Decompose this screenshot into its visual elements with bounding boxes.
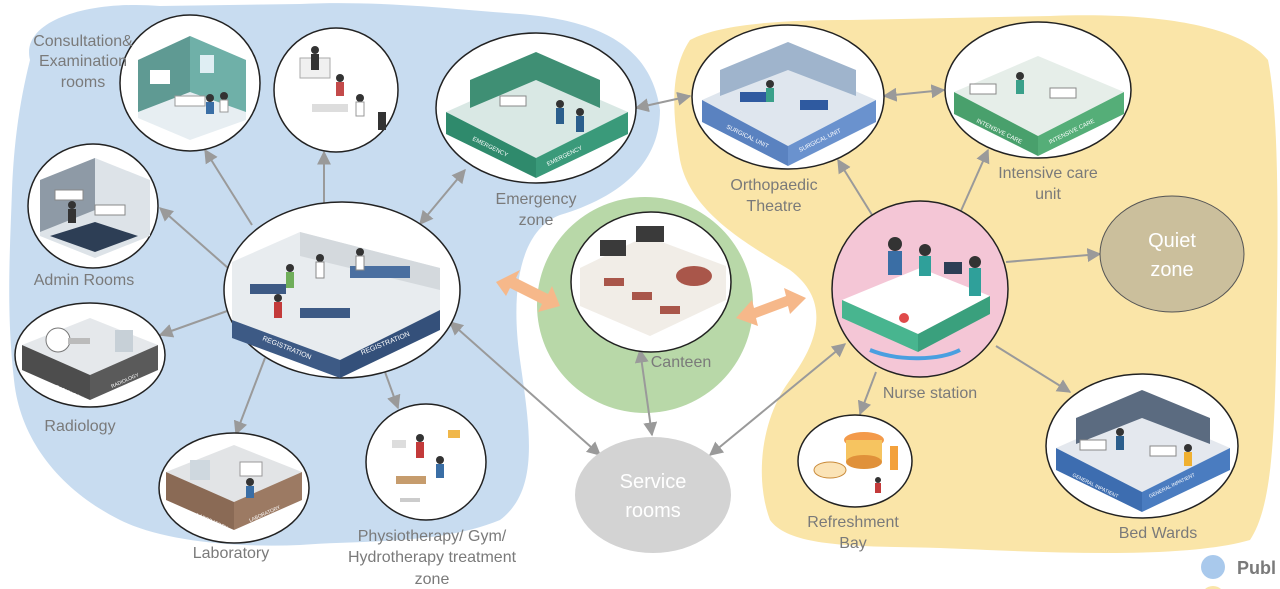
- nurse-station-node: [831, 200, 1009, 378]
- arrow-nurse-service: [708, 343, 847, 456]
- bed-wards-label: Bed Wards: [1119, 525, 1198, 542]
- refreshment-bay-node: [797, 414, 913, 508]
- orthopaedic-label-line1: Orthopaedic: [730, 177, 817, 194]
- canteen-node: [570, 211, 732, 353]
- node-labels: Consultation& Examination rooms Admin Ro…: [33, 33, 1197, 588]
- admin-rooms-label: Admin Rooms: [34, 272, 134, 289]
- service-rooms-node: [575, 437, 731, 553]
- service-rooms-label-line2: rooms: [625, 500, 681, 522]
- arrow-to-radiology: [158, 309, 231, 338]
- intensive-care-node: INTENSIVE CARE INTENSIVE CARE: [944, 21, 1132, 159]
- refreshment-label-line2: Bay: [839, 535, 867, 552]
- emergency-label-line1: Emergency: [496, 191, 577, 208]
- connection-arrows: [158, 84, 1102, 456]
- arrow-registration-emergency: [419, 168, 466, 226]
- orthopaedic-theatre-node: SURGICAL UNIT SURGICAL UNIT: [691, 24, 885, 170]
- registration-node: REGISTRATION REGISTRATION: [223, 201, 461, 379]
- admin-rooms-node: [27, 143, 159, 269]
- quiet-zone-label-line2: zone: [1150, 259, 1193, 281]
- quiet-zone-node: [1099, 195, 1245, 313]
- consultation-label-line2: Examination: [39, 53, 127, 70]
- radiology-label: Radiology: [44, 418, 115, 435]
- intensive-care-label-line1: Intensive care: [998, 165, 1098, 182]
- arrow-nurse-icu: [959, 148, 990, 214]
- arrow-to-admin: [158, 207, 229, 269]
- legend-public-dot: [1201, 555, 1225, 579]
- service-rooms-label-line1: Service: [620, 471, 687, 493]
- refreshment-label-line1: Refreshment: [807, 514, 899, 531]
- waiting-room-node: [273, 27, 399, 153]
- physiotherapy-label-line3: zone: [415, 571, 450, 588]
- arrow-to-physio: [384, 371, 401, 410]
- arrow-nurse-ortho: [837, 158, 875, 219]
- orthopaedic-label-line2: Theatre: [746, 198, 801, 215]
- laboratory-node: LABORATORY LABORATORY: [158, 432, 310, 544]
- bed-wards-node: GENERAL INPATIENT GENERAL INPATIENT: [1045, 373, 1239, 519]
- emergency-label-line2: zone: [519, 212, 554, 229]
- orange-arrow-right: [736, 288, 806, 326]
- legend-public-label: Publ: [1237, 558, 1276, 578]
- arrow-ortho-icu: [882, 84, 946, 102]
- consultation-label-line3: rooms: [61, 74, 105, 91]
- legend-private-dot: [1205, 586, 1221, 589]
- arrow-nurse-refreshment: [857, 371, 877, 416]
- canteen-label: Canteen: [651, 354, 712, 371]
- arrow-registration-service: [448, 321, 602, 456]
- arrow-nurse-wards: [995, 345, 1072, 393]
- consultation-room-node: [119, 14, 261, 152]
- arrow-emergency-ortho: [634, 91, 692, 113]
- physiotherapy-label-line2: Hydrotherapy treatment: [348, 549, 517, 566]
- quiet-zone-label-line1: Quiet: [1148, 230, 1196, 252]
- physiotherapy-node: [365, 403, 487, 521]
- physiotherapy-label-line1: Physiotherapy/ Gym/: [358, 528, 507, 545]
- emergency-node: EMERGENCY EMERGENCY: [435, 32, 637, 184]
- arrow-canteen-service: [634, 348, 658, 437]
- radiology-node: RADIOLOGY RADIOLOGY: [14, 302, 166, 408]
- arrow-nurse-quiet: [1005, 248, 1102, 263]
- laboratory-label: Laboratory: [193, 545, 270, 562]
- orange-arrow-left: [496, 270, 560, 312]
- intensive-care-label-line2: unit: [1035, 186, 1061, 203]
- consultation-label-line1: Consultation&: [33, 33, 133, 50]
- legend: Publ: [1201, 555, 1276, 589]
- arrow-to-laboratory: [233, 357, 266, 436]
- nurse-station-label: Nurse station: [883, 385, 977, 402]
- arrow-to-consultation: [204, 148, 253, 226]
